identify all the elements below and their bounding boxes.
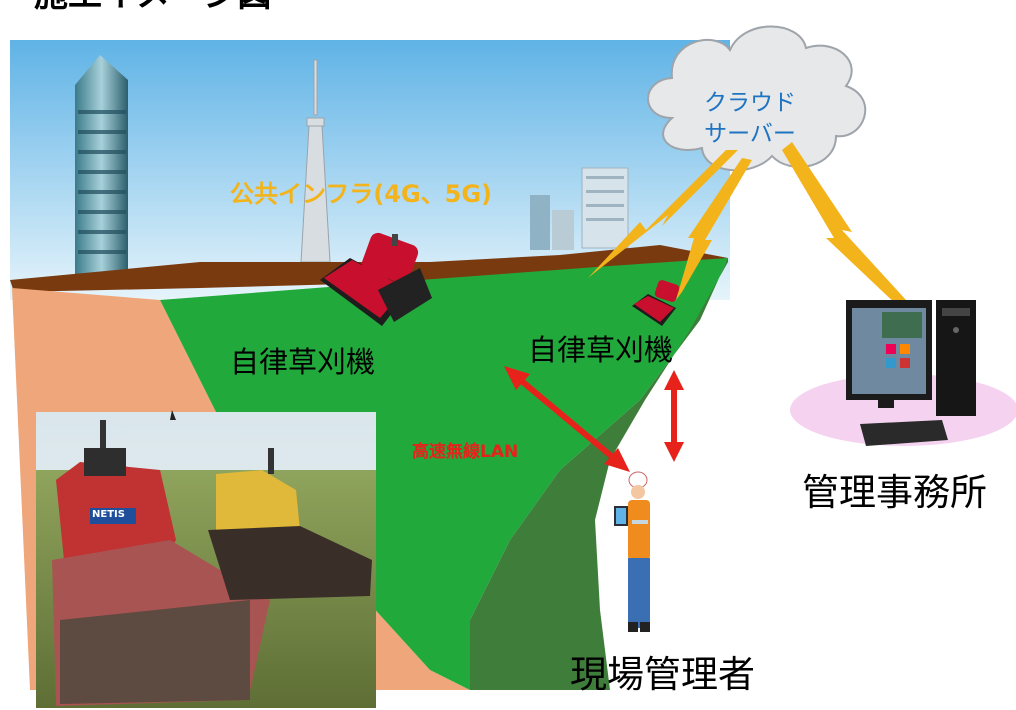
mower-label-right: 自律草刈機 <box>528 333 674 367</box>
monitor-icon <box>846 300 932 408</box>
double-arrow-icon <box>664 370 684 462</box>
page-title: 施工イメージ図 <box>34 0 271 12</box>
cloud-server-label-line1: クラウド <box>704 90 796 116</box>
robot-mower-icon <box>320 232 432 326</box>
cloud-server-label-line2: サーバー <box>704 121 796 148</box>
robot-mower-icon <box>52 420 270 706</box>
pc-tower-icon <box>936 300 976 416</box>
robot-mower-icon <box>208 448 372 600</box>
cloud-server-label: クラウド サーバー <box>690 88 810 150</box>
lightning-icon <box>588 142 906 306</box>
wireless-lan-label: 高速無線LAN <box>412 442 519 462</box>
public-infra-label: 公共インフラ(4G、5G) <box>230 180 493 208</box>
double-arrow-icon <box>504 366 630 472</box>
grass-slope-lower <box>470 258 728 690</box>
mower-label-left: 自律草刈機 <box>230 345 376 379</box>
grass-slope <box>160 258 728 690</box>
buildings-right <box>530 167 629 250</box>
site-manager-label: 現場管理者 <box>570 653 755 696</box>
worker-icon <box>614 471 650 632</box>
skyscraper-icon <box>75 55 128 275</box>
netis-badge: NETIS <box>92 509 125 520</box>
office-label: 管理事務所 <box>802 471 987 514</box>
keyboard-icon <box>860 420 948 446</box>
tablet-icon <box>614 506 628 526</box>
mower-photo <box>36 410 376 708</box>
robot-mower-icon <box>632 280 680 326</box>
